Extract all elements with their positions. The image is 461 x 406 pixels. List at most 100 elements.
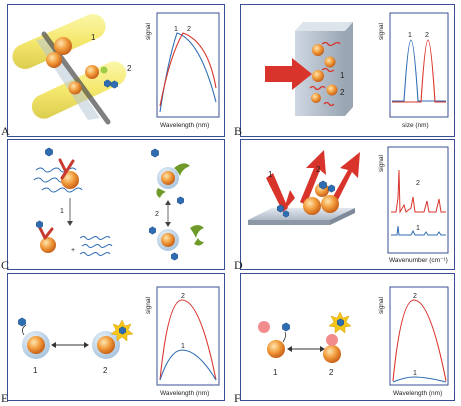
tube-2-label: 2 [127, 64, 132, 73]
scattered-light-arrow-icon [300, 150, 326, 205]
nanoparticle-icon [323, 345, 341, 363]
peak-2-label: 2 [187, 26, 191, 33]
peak-2-label: 2 [425, 32, 429, 39]
y-axis-label: signal [378, 154, 385, 172]
emission-curve-2 [392, 299, 447, 382]
hexagon-analyte-icon [104, 79, 111, 88]
nanoparticle-icon [312, 44, 324, 56]
laser-arrow-icon [265, 58, 312, 90]
arrow-head-icon [165, 222, 171, 227]
spectrum-2-label: 2 [416, 180, 420, 187]
panel-b-letter: B [234, 124, 243, 138]
hexagon-analyte-icon [111, 80, 118, 89]
nanoparticle-icon [303, 197, 321, 215]
antibody-icon [38, 226, 54, 240]
arrow-head-icon [287, 346, 292, 352]
hexagon-analyte-icon [337, 318, 344, 327]
particle-2-label: 2 [340, 88, 345, 97]
peak-1-label: 1 [408, 32, 412, 39]
antibody-icon [58, 158, 75, 180]
particle-1-label: 1 [340, 71, 345, 80]
substrate-edge-icon [248, 220, 330, 225]
hexagon-analyte-icon [282, 322, 290, 332]
polymer-coil-icon [41, 187, 83, 193]
curve-1-label: 1 [413, 370, 417, 377]
nanoparticle-icon [68, 81, 82, 95]
state-2-label: 2 [103, 366, 108, 375]
scatter-wave-icon [309, 85, 326, 91]
panel-c-illustration: + 1 2 [33, 147, 204, 261]
hexagon-analyte-icon [328, 184, 335, 193]
step-2-label: 2 [155, 211, 159, 218]
emission-curve-1 [392, 376, 447, 383]
plus-sign: + [71, 247, 75, 254]
nanoparticle-icon [161, 171, 175, 185]
beam-2-label: 2 [316, 165, 321, 174]
tube-1-label: 1 [91, 33, 96, 42]
arrow-head-icon [84, 342, 89, 348]
hexagon-analyte-icon [18, 317, 26, 327]
panel-d-illustration: 1 2 [248, 150, 360, 225]
nanoparticle-icon [321, 195, 339, 213]
hexagon-analyte-icon [36, 220, 43, 229]
panel-d-raman-chart: 2 1 signal Wavenumber (cm⁻¹) [378, 146, 449, 264]
hexagon-analyte-icon [277, 204, 284, 213]
step-1-label: 1 [60, 208, 64, 215]
curve-1-label: 1 [181, 343, 185, 350]
hexagon-analyte-icon [319, 180, 327, 190]
spectrum-curve-2 [159, 32, 217, 107]
nanoparticle-icon [324, 56, 336, 68]
arrow-head-icon [51, 342, 56, 348]
state-1-label: 1 [273, 368, 278, 377]
nanoparticle-icon [54, 37, 72, 55]
raman-spectrum-1 [391, 225, 446, 236]
curve-2-label: 2 [413, 293, 417, 300]
hexagon-analyte-icon [177, 196, 184, 205]
linker-icon [22, 324, 27, 336]
leaf-receptor-icon [174, 163, 190, 176]
cuvette-side-icon [345, 22, 353, 116]
polymer-coil-icon [79, 252, 111, 256]
x-axis-label: Wavelength (nm) [160, 122, 209, 129]
y-axis-label: signal [145, 296, 152, 314]
hexagon-analyte-icon [171, 252, 178, 261]
laser-arrow-icon [266, 173, 288, 212]
panel-a-letter: A [1, 124, 10, 138]
panel-f-illustration: 1 2 [258, 311, 352, 377]
arrow-head-icon [320, 346, 325, 352]
peak-1-label: 1 [174, 26, 178, 33]
nanoparticle-icon [326, 84, 338, 96]
scatter-wave-icon [321, 41, 341, 47]
green-bead-icon [100, 66, 108, 74]
size-distribution-1 [392, 39, 446, 102]
leaf-receptor-icon [194, 238, 204, 246]
emission-curve-2 [159, 299, 217, 381]
arrow-head-icon [165, 200, 171, 205]
spectrum-1-label: 1 [416, 225, 420, 232]
arrow-head-icon [67, 221, 73, 226]
hexagon-analyte-icon [119, 326, 126, 335]
fluorophore-icon [326, 334, 338, 346]
hexagon-analyte-icon [151, 148, 159, 158]
x-axis-label: Wavelength (nm) [393, 390, 442, 397]
nanoparticle-icon [161, 233, 175, 247]
panel-e-spectrum-chart: 2 1 signal Wavelength (nm) [145, 286, 220, 397]
raman-spectrum-2 [391, 169, 446, 214]
state-1-label: 1 [33, 366, 38, 375]
nanoparticle-icon [312, 70, 324, 82]
fluorophore-icon [258, 321, 270, 333]
scattered-light-arrow-icon [330, 152, 360, 204]
polymer-coil-icon [81, 244, 113, 248]
y-axis-label: signal [145, 22, 152, 40]
leaf-receptor-icon [156, 188, 166, 198]
panel-b-size-chart: 1 2 signal size (nm) [378, 12, 449, 129]
nanoparticle-icon [40, 237, 56, 253]
nanoparticle-icon [85, 65, 99, 79]
linker-icon [282, 331, 287, 343]
panel-a-illustration: 1 2 [12, 13, 132, 125]
panel-a-spectrum-chart: 1 2 signal Wavelength (nm) [145, 12, 220, 129]
polymer-coil-icon [79, 236, 111, 240]
nanoparticle-icon [97, 336, 115, 354]
hexagon-analyte-icon [45, 147, 53, 157]
hexagon-analyte-icon [282, 210, 290, 218]
